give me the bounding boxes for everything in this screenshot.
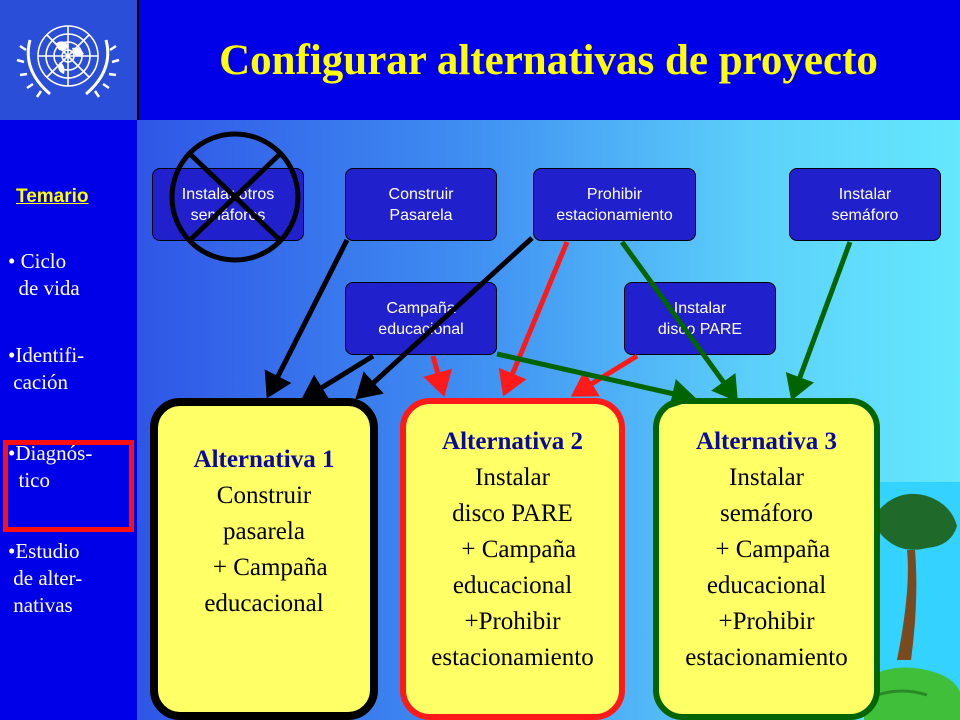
alternative-line: + Campaña (702, 536, 831, 563)
alternative-line: pasarela (223, 518, 305, 545)
alternative-line: +Prohibir (718, 608, 815, 635)
crossed-out-mark (169, 131, 301, 263)
header: Configurar alternativas de proyecto (0, 0, 960, 120)
alternative-line: estacionamiento (431, 644, 594, 671)
option-line: Instalar otros (181, 185, 275, 203)
alternative-line: educacional (452, 572, 573, 599)
alternativa-3-card[interactable]: Alternativa 3 Instalar semáforo + Campañ… (653, 398, 880, 720)
logo (0, 0, 139, 120)
tree-icon (864, 493, 960, 720)
alternativa-2-card[interactable]: Alternativa 2 Instalar disco PARE + Camp… (400, 398, 625, 720)
sidebar-active-highlight (3, 440, 134, 532)
alternative-line: Construir (216, 482, 312, 509)
sidebar-item-identificacion[interactable]: •Identifi- cación (8, 343, 85, 394)
sidebar-item-ciclo[interactable]: • Ciclo de vida (8, 249, 80, 300)
option-line: semáforo (831, 206, 899, 224)
alternative-line: educacional (706, 572, 827, 599)
cross-line (187, 151, 283, 243)
sidebar-heading[interactable]: Temario (16, 186, 89, 207)
alternative-line: educacional (204, 590, 324, 617)
alternative-title: Alternativa 1 (193, 446, 335, 473)
alternative-line: + Campaña (200, 554, 328, 581)
alternative-line: +Prohibir (464, 608, 561, 635)
sidebar-item-diagnostico[interactable]: •Diagnós- tico (8, 441, 93, 492)
option-line: Prohibir (586, 185, 643, 203)
alternative-line: Instalar (729, 464, 804, 491)
united-nations-emblem-icon (16, 25, 120, 98)
alternative-line: disco PARE (452, 500, 573, 527)
option-instalar-semaforo[interactable]: Instalar semáforo (789, 168, 941, 241)
page-title: Configurar alternativas de proyecto (219, 36, 878, 84)
alternative-title: Alternativa 3 (696, 428, 837, 455)
alternative-title: Alternativa 2 (442, 428, 583, 455)
alternative-line: Instalar (475, 464, 550, 491)
option-line: estacionamiento (556, 206, 673, 224)
option-line: Pasarela (389, 206, 453, 224)
option-line: Construir (388, 185, 454, 203)
sidebar-item-estudio[interactable]: •Estudio de alter- nativas (8, 539, 83, 617)
option-prohibir-estacionamiento[interactable]: Prohibir estacionamiento (533, 168, 696, 241)
sidebar: Temario • Ciclo de vida •Identifi- cació… (0, 120, 137, 720)
alternativa-1-card[interactable]: Alternativa 1 Construir pasarela + Campa… (150, 398, 378, 720)
background-scenery (864, 482, 960, 720)
alternative-line: semáforo (719, 500, 814, 527)
alternative-line: estacionamiento (685, 644, 848, 671)
cross-circle (169, 131, 301, 263)
option-line: Instalar (838, 185, 892, 203)
alternative-line: + Campaña (448, 536, 577, 563)
